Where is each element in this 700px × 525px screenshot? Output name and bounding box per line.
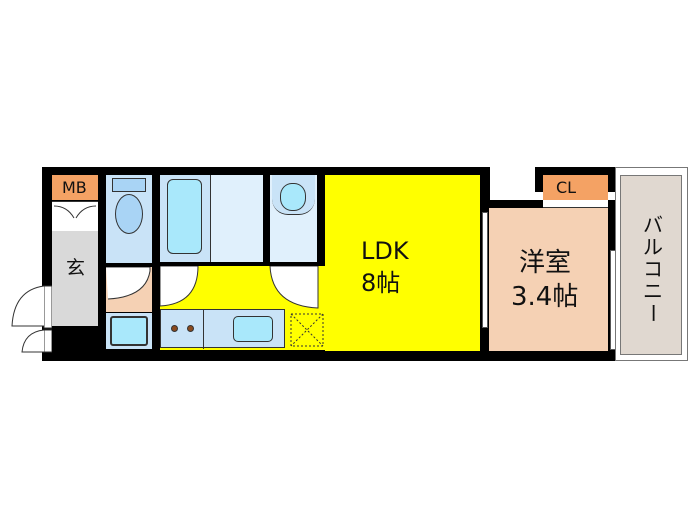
entrance-door-icon: [11, 285, 52, 353]
kitchen-counter: [160, 309, 285, 349]
room-toilet: [106, 175, 152, 263]
room-washroom: [270, 175, 317, 262]
western-label: 洋室: [519, 248, 572, 278]
counter-divider: [203, 310, 204, 349]
western-size: 3.4帖: [511, 282, 579, 312]
balcony-label: バ ル コ ニ ー: [641, 213, 665, 323]
stove-burner-icon: [187, 325, 194, 332]
washing-machine-icon: [110, 316, 148, 346]
toilet-icon: [115, 194, 143, 234]
door-swing-icon: [106, 266, 151, 300]
ldk-size: 8帖: [361, 269, 401, 297]
sliding-door[interactable]: [482, 212, 488, 328]
room-mb: MB: [52, 175, 98, 200]
washing-machine: [106, 313, 152, 349]
door-swing-icon: [160, 266, 319, 309]
hall: [106, 266, 152, 312]
stove-burner-icon: [171, 325, 178, 332]
basin-icon: [280, 183, 306, 211]
mb-doors: [52, 201, 98, 231]
room-bath: [160, 175, 263, 262]
closet-doors[interactable]: [543, 200, 608, 208]
room-genkan: 玄: [52, 231, 98, 326]
room-closet: CL: [543, 175, 608, 200]
ldk-label: LDK: [361, 237, 409, 265]
balcony: バ ル コ ニ ー: [620, 175, 682, 355]
toilet-tank: [112, 178, 146, 192]
mb-label: MB: [62, 178, 87, 197]
sink-icon: [233, 316, 273, 342]
door-swing-icon: [53, 205, 97, 219]
room-ldk: LDK 8帖: [325, 175, 480, 351]
kitchen-corridor: [160, 266, 325, 350]
genkan-label: 玄: [66, 257, 86, 279]
cl-label: CL: [556, 178, 577, 197]
bath-wash-area: [210, 175, 263, 262]
bathtub-icon: [167, 179, 202, 254]
room-western: 洋室 3.4帖: [489, 208, 608, 351]
refrigerator-space-icon: [290, 313, 324, 347]
